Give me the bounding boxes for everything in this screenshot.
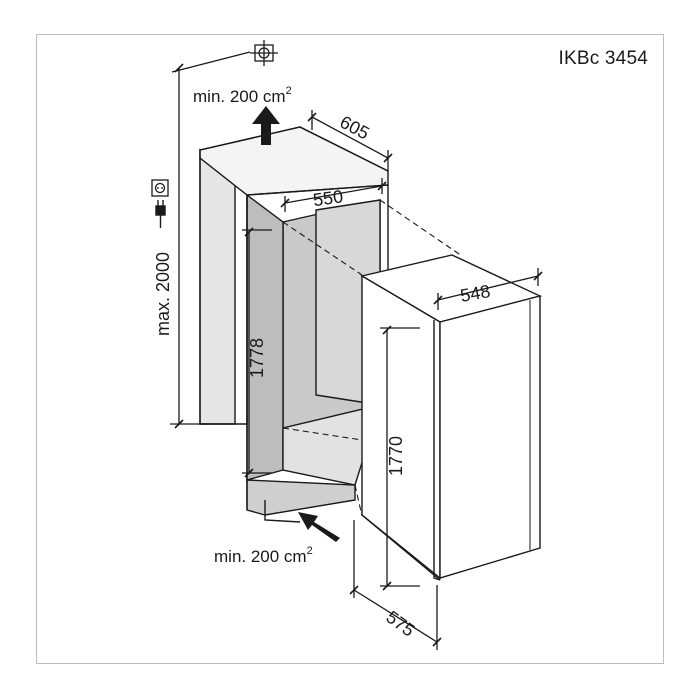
diagram-frame xyxy=(36,34,664,664)
appliance xyxy=(360,254,543,581)
label-1770: 1770 xyxy=(386,436,406,476)
dimension-ticks xyxy=(174,63,543,647)
airflow-arrow-up xyxy=(252,106,280,145)
airflow-arrow-in xyxy=(298,512,340,542)
niche-left-wall xyxy=(199,148,236,425)
vent-bottom-label: min. 200 cm2 xyxy=(214,545,313,566)
dimension-lines xyxy=(170,51,539,650)
power-socket-icon xyxy=(151,179,169,197)
appliance-side xyxy=(361,274,441,580)
niche-interior-left xyxy=(246,193,284,481)
model-label: IKBc 3454 xyxy=(558,48,648,69)
vent-top-label: min. 200 cm2 xyxy=(193,85,292,106)
label-max-2000: max. 2000 xyxy=(153,252,173,336)
appliance-door-edge xyxy=(433,320,441,581)
label-1778: 1778 xyxy=(247,338,267,378)
niche xyxy=(199,126,389,523)
power-plug-icon xyxy=(155,200,166,228)
ventilation-grille-icon xyxy=(250,40,278,66)
label-605: 605 xyxy=(337,112,373,144)
label-550: 550 xyxy=(312,186,345,210)
appliance-front xyxy=(439,295,541,579)
